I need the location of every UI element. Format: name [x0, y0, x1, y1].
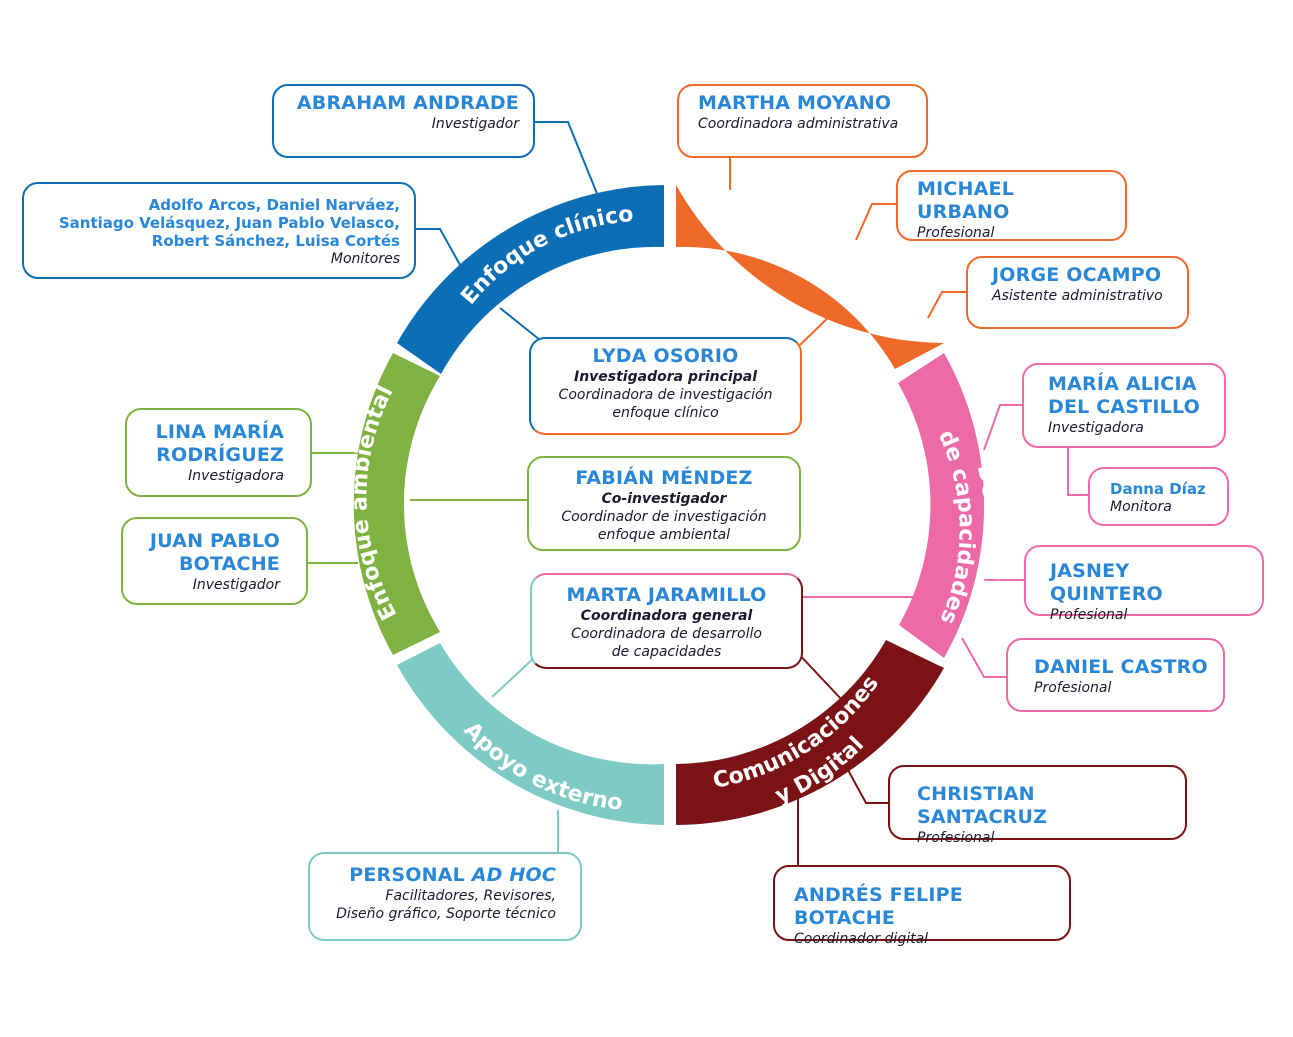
- segment-desarrollo-capacidades: [898, 353, 985, 658]
- person-role-line-1: Coordinadora de desarrollo: [571, 626, 762, 642]
- person-name: PERSONAL AD HOC: [324, 864, 556, 887]
- person-name-line-1: LINA MARÍA: [155, 421, 284, 443]
- monitores-line-2: Santiago Velásquez, Juan Pablo Velasco,: [58, 214, 400, 232]
- person-role-line-1: Coordinadora de investigación: [558, 387, 773, 403]
- person-role-principal: Co-investigador: [601, 491, 727, 507]
- card-fabian-mendez: FABIÁN MÉNDEZ Co-investigador Coordinado…: [527, 456, 801, 551]
- person-role-line-2: enfoque ambiental: [597, 527, 731, 543]
- person-role: Investigadora: [1048, 420, 1144, 436]
- person-role-line-1: Coordinador de investigación: [561, 509, 767, 525]
- connector-christian: [847, 769, 888, 804]
- connector-daniel: [961, 637, 1006, 678]
- card-abraham-andrade: ABRAHAM ANDRADE Investigador: [272, 84, 535, 158]
- card-juan-pablo-botache: JUAN PABLO BOTACHE Investigador: [121, 517, 308, 605]
- person-name-part-1: PERSONAL: [349, 864, 472, 886]
- card-martha-moyano: MARTHA MOYANO Coordinadora administrativ…: [677, 84, 928, 158]
- card-jasney-quintero: JASNEY QUINTERO Profesional: [1024, 545, 1264, 623]
- card-christian-santacruz: CHRISTIAN SANTACRUZ Profesional: [888, 765, 1187, 846]
- person-role-principal: Coordinadora general: [580, 608, 753, 624]
- person-role-line-2: de capacidades: [611, 644, 722, 660]
- connector-marta-comun: [794, 649, 843, 701]
- connector-lyda-clinico: [499, 307, 541, 341]
- person-name-line-2: DEL CASTILLO: [1048, 396, 1200, 418]
- segment-enfoque-ambiental: [353, 353, 440, 655]
- person-role: Investigador: [192, 577, 280, 593]
- connector-abraham: [535, 121, 599, 197]
- card-lina-maria-rodriguez: LINA MARÍA RODRÍGUEZ Investigadora: [125, 408, 312, 497]
- person-name-part-2: AD HOC: [471, 864, 556, 886]
- person-name: CHRISTIAN SANTACRUZ: [917, 783, 1048, 828]
- person-role: Profesional: [1034, 680, 1112, 696]
- person-role-line-2: Diseño gráfico, Soporte técnico: [336, 906, 556, 922]
- connector-marta-externo: [491, 656, 536, 698]
- segment-administrativo: [676, 185, 944, 369]
- person-name: LYDA OSORIO: [592, 345, 739, 367]
- person-name: ABRAHAM ANDRADE: [296, 92, 519, 114]
- person-name: MARTHA MOYANO: [698, 92, 892, 114]
- person-name-line-2: RODRÍGUEZ: [156, 444, 284, 466]
- person-name-line-1: MARÍA ALICIA: [1048, 373, 1197, 395]
- connector-monitores: [416, 228, 465, 273]
- segment-enfoque-clinico: [397, 185, 664, 374]
- monitores-line-1: Adolfo Arcos, Daniel Narváez,: [148, 196, 400, 214]
- card-daniel-castro: DANIEL CASTRO Profesional: [1006, 638, 1225, 712]
- connector-michael: [855, 203, 896, 241]
- person-role: Investigador: [431, 116, 519, 132]
- connector-maria-alicia: [983, 404, 1022, 451]
- card-michael-urbano: MICHAEL URBANO Profesional: [896, 170, 1127, 241]
- person-role: Profesional: [917, 225, 995, 241]
- person-name: DANIEL CASTRO: [1034, 656, 1208, 678]
- card-personal-ad-hoc: PERSONAL AD HOC Facilitadores, Revisores…: [308, 852, 582, 941]
- person-role: Profesional: [1050, 607, 1128, 623]
- person-role: Profesional: [917, 830, 995, 846]
- person-role-line-1: Facilitadores, Revisores,: [385, 888, 556, 904]
- card-marta-jaramillo: MARTA JARAMILLO Coordinadora general Coo…: [530, 573, 803, 669]
- person-role: Monitores: [330, 251, 400, 267]
- person-role: Monitora: [1110, 499, 1172, 515]
- person-name-line-1: JUAN PABLO: [149, 530, 280, 552]
- person-name: MARTA JARAMILLO: [566, 584, 767, 606]
- card-jorge-ocampo: JORGE OCAMPO Asistente administrativo: [966, 256, 1189, 329]
- card-danna-diaz: Danna Díaz Monitora: [1088, 467, 1229, 526]
- segment-comunicaciones-digital: [676, 640, 944, 825]
- person-name: JORGE OCAMPO: [992, 264, 1162, 286]
- card-maria-alicia-del-castillo: MARÍA ALICIA DEL CASTILLO Investigadora: [1022, 363, 1226, 448]
- person-role: Investigadora: [188, 468, 284, 484]
- person-role-principal: Investigadora principal: [573, 369, 757, 385]
- card-lyda-osorio: LYDA OSORIO Investigadora principal Coor…: [529, 337, 802, 435]
- person-name: JASNEY QUINTERO: [1050, 560, 1163, 605]
- person-role: Coordinadora administrativa: [698, 116, 899, 132]
- person-name-line-2: BOTACHE: [178, 553, 280, 575]
- person-name: FABIÁN MÉNDEZ: [575, 467, 753, 489]
- ring: [353, 185, 985, 825]
- person-name: ANDRÉS FELIPE BOTACHE: [794, 884, 963, 929]
- connector-jorge: [927, 291, 966, 319]
- connectors: [308, 121, 1088, 865]
- person-role-line-2: enfoque clínico: [612, 405, 719, 421]
- person-role: Asistente administrativo: [992, 288, 1163, 304]
- card-monitores: Adolfo Arcos, Daniel Narváez, Santiago V…: [22, 182, 416, 279]
- person-role: Coordinador digital: [794, 931, 929, 947]
- connector-danna: [1067, 447, 1088, 496]
- monitores-line-3: Robert Sánchez, Luisa Cortés: [151, 232, 400, 250]
- person-name: Danna Díaz: [1110, 480, 1206, 498]
- card-andres-felipe-botache: ANDRÉS FELIPE BOTACHE Coordinador digita…: [773, 865, 1071, 947]
- segment-apoyo-externo: [397, 643, 664, 825]
- person-name: MICHAEL URBANO: [917, 178, 1015, 223]
